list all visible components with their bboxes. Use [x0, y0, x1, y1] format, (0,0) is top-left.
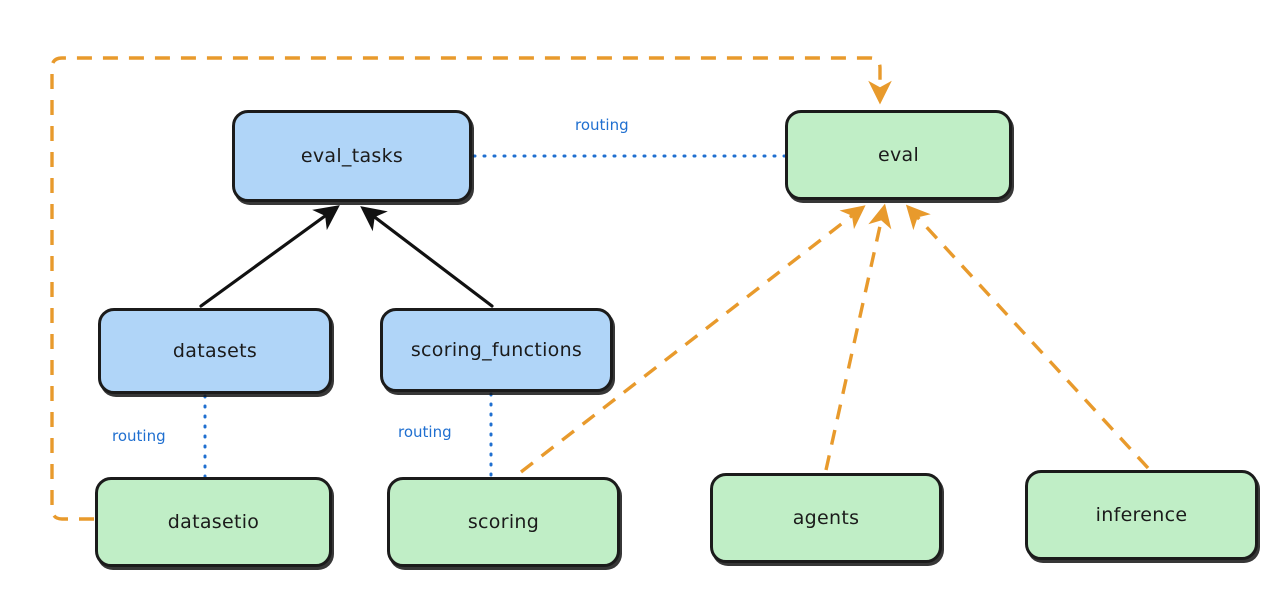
node-label-agents: agents: [792, 507, 860, 529]
node-agents[interactable]: agents: [710, 473, 942, 563]
edge-agents-to-eval: [824, 203, 892, 471]
edge-datasets-to-eval-tasks: [199, 205, 340, 308]
node-label-scoring-functions: scoring_functions: [410, 339, 583, 361]
node-label-inference: inference: [1095, 504, 1188, 526]
edge-label-routing-scoring-functions-scoring: routing: [398, 423, 452, 441]
node-datasets[interactable]: datasets: [98, 308, 332, 394]
edge-label-routing-datasets-datasetio: routing: [112, 427, 166, 445]
node-eval-tasks[interactable]: eval_tasks: [232, 110, 472, 202]
edge-label-routing-eval-tasks-eval: routing: [575, 116, 629, 134]
node-eval[interactable]: eval: [785, 110, 1012, 200]
node-label-datasets: datasets: [172, 340, 258, 362]
node-scoring-functions[interactable]: scoring_functions: [380, 308, 613, 392]
node-label-datasetio: datasetio: [167, 511, 260, 533]
edge-inference-to-eval: [905, 204, 1150, 470]
node-scoring[interactable]: scoring: [387, 477, 620, 567]
node-inference[interactable]: inference: [1025, 470, 1258, 560]
node-label-eval-tasks: eval_tasks: [300, 145, 404, 167]
node-label-eval: eval: [877, 144, 920, 166]
node-datasetio[interactable]: datasetio: [95, 477, 332, 567]
edge-scoring-functions-to-eval-tasks: [360, 206, 494, 308]
node-label-scoring: scoring: [467, 511, 540, 533]
